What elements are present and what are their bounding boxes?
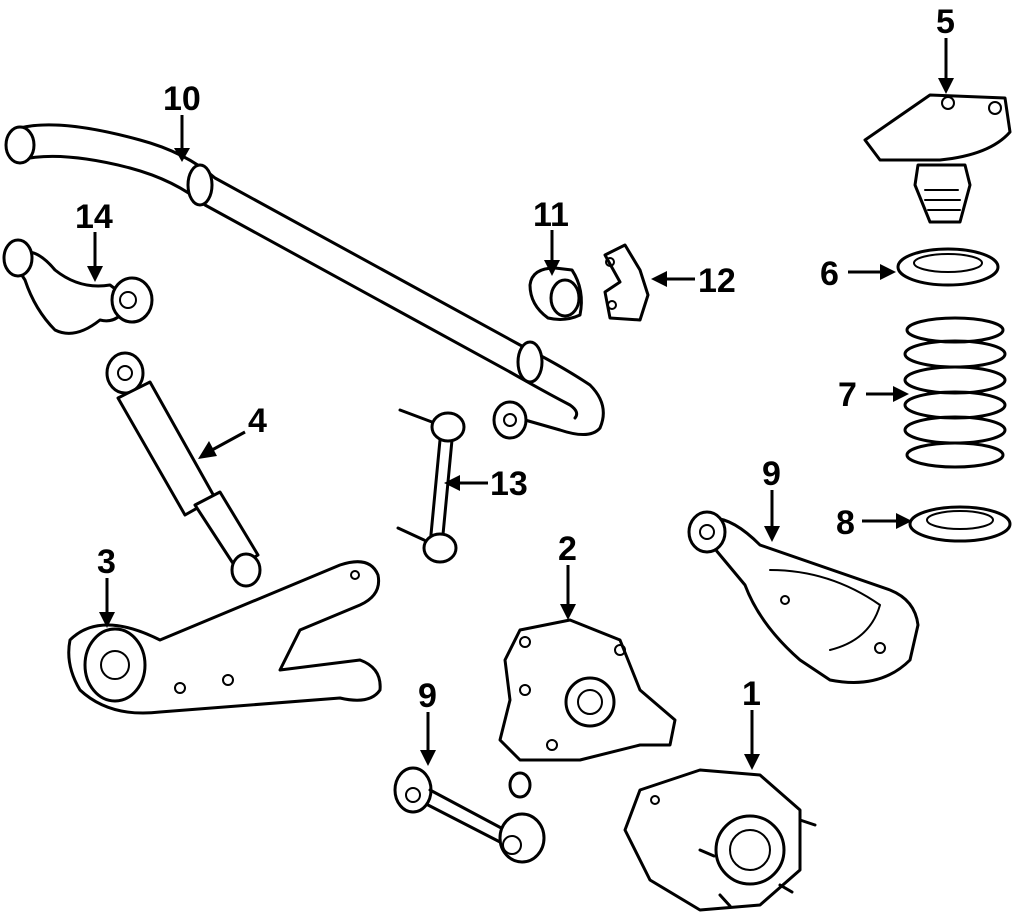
stabilizer-link: [396, 408, 466, 564]
stabilizer-bushing: [528, 266, 583, 321]
callout-9-upper: 9: [762, 455, 781, 493]
callout-12: 12: [698, 262, 736, 300]
lower-control-arm: [687, 510, 920, 684]
lower-insulator: [908, 505, 1012, 543]
trailing-arm: [67, 560, 382, 715]
upper-arm: [2, 238, 154, 335]
upper-insulator: [896, 247, 1000, 287]
hub-bearing: [623, 768, 817, 912]
callout-5: 5: [936, 3, 955, 41]
bushing-bracket: [603, 243, 650, 322]
callout-7: 7: [838, 376, 857, 414]
callout-6: 6: [820, 255, 839, 293]
callout-4: 4: [248, 402, 267, 440]
callout-14: 14: [75, 198, 113, 236]
spring-upper-mount: [863, 93, 1012, 224]
callout-8: 8: [836, 504, 855, 542]
callout-10: 10: [163, 80, 201, 118]
callout-13: 13: [490, 465, 528, 503]
stabilizer-bar: [4, 123, 605, 440]
callout-labels: 10 14 11 12 5 6 7 8 4 13 9 2 3 9 1: [75, 3, 955, 715]
callout-2: 2: [558, 530, 577, 568]
shock-absorber: [105, 351, 262, 588]
callout-1: 1: [742, 675, 761, 713]
callout-leaders: [87, 38, 954, 770]
callout-9-lower: 9: [418, 677, 437, 715]
rear-knuckle: [498, 618, 677, 799]
coil-spring: [903, 316, 1007, 469]
lateral-link: [393, 766, 546, 864]
callout-3: 3: [97, 543, 116, 581]
callout-11: 11: [533, 196, 569, 234]
